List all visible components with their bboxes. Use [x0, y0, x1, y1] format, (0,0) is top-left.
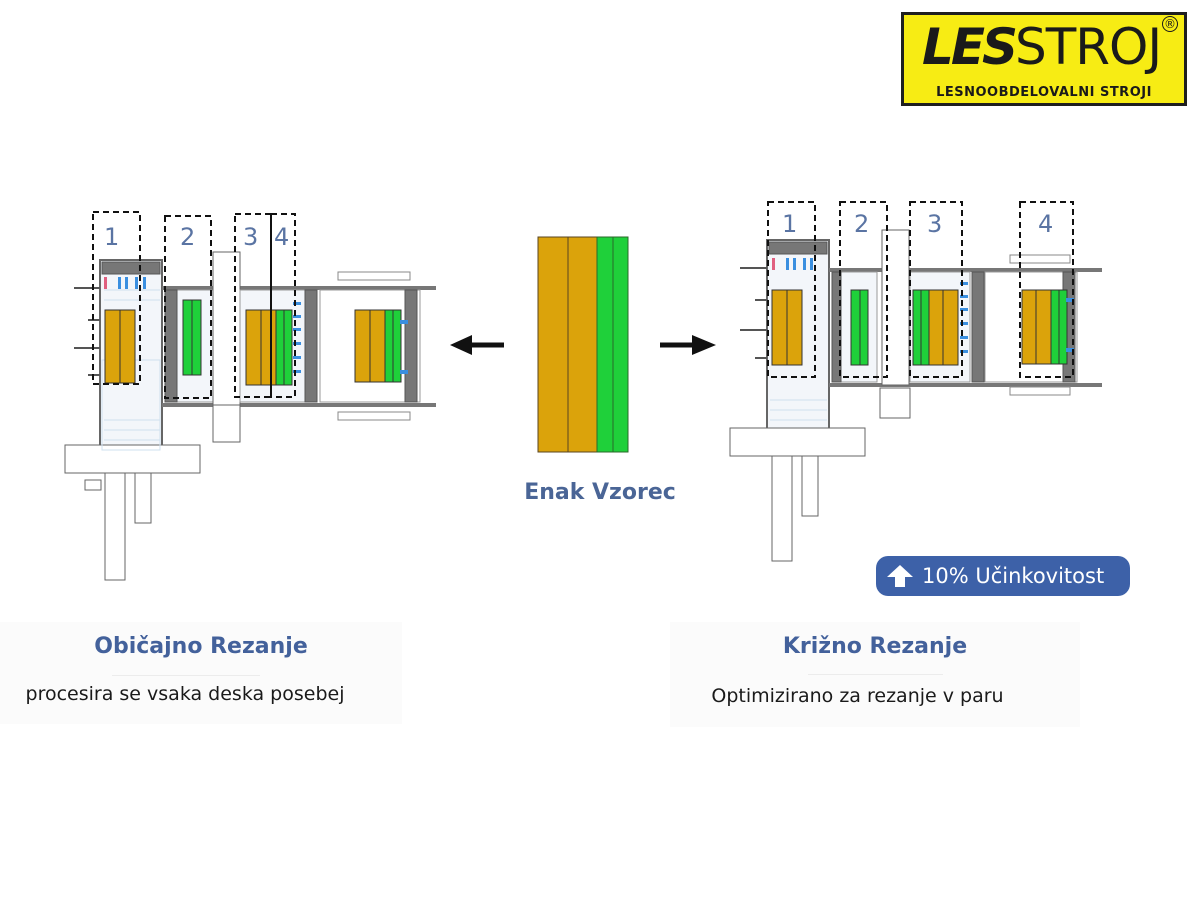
- left-board-green: [384, 309, 394, 383]
- right-board-orange: [1035, 289, 1052, 365]
- left-machine-diagram: 1 2 3 4: [64, 211, 436, 581]
- right-zone-label: 3: [927, 210, 942, 238]
- right-machine-diagram: 1 2 3 4: [729, 201, 1102, 562]
- left-zone-label: 2: [180, 223, 195, 251]
- left-board-green: [275, 309, 285, 386]
- pattern-board-orange: [567, 236, 598, 453]
- left-zone-label: 1: [104, 223, 119, 251]
- right-zone-3-box: [909, 201, 963, 378]
- pattern-board-green: [596, 236, 614, 453]
- right-board-orange: [786, 289, 803, 366]
- left-station2-beam: [164, 289, 178, 403]
- right-zone-label: 1: [782, 210, 797, 238]
- logo-brand-les: LES: [922, 18, 1018, 76]
- left-board-orange: [104, 309, 121, 384]
- left-board-green: [392, 309, 402, 383]
- right-zone-2-box: [839, 201, 888, 378]
- efficiency-badge: 10% Učinkovitost: [876, 556, 1130, 596]
- left-board-orange: [260, 309, 277, 386]
- logo-brand-stroj: STROJ: [1015, 18, 1162, 76]
- right-board-green: [850, 289, 861, 366]
- right-board-orange: [1021, 289, 1037, 365]
- arrow-up-icon: [887, 565, 913, 587]
- logo-wordmark: LESSTROJ: [922, 17, 1162, 77]
- registered-mark: ®: [1162, 16, 1178, 32]
- left-board-orange: [119, 309, 136, 384]
- logo-panel: LESSTROJ ® LESNOOBDELOVALNI STROJI: [904, 15, 1184, 103]
- arrow-left-icon: [450, 335, 504, 355]
- arrow-right-icon: [660, 335, 716, 355]
- left-station3-beam: [304, 289, 318, 403]
- left-zone-1-box: [92, 211, 141, 385]
- right-zone-label: 4: [1038, 210, 1053, 238]
- pattern-board-green: [612, 236, 629, 453]
- right-zone-4-box: [1019, 201, 1074, 378]
- logo-tagline: LESNOOBDELOVALNI STROJI: [936, 85, 1152, 100]
- left-board-orange: [245, 309, 262, 386]
- right-caption-panel: Križno Rezanje Optimizirano za rezanje v…: [670, 622, 1080, 727]
- right-divider: [808, 674, 943, 675]
- same-pattern-label: Enak Vzorec: [524, 480, 676, 505]
- left-infeed-head: [101, 261, 161, 275]
- left-zone-label: 3: [243, 223, 258, 251]
- efficiency-badge-text: 10% Učinkovitost: [922, 564, 1105, 588]
- left-zone-label: 4: [274, 223, 289, 251]
- left-title: Običajno Rezanje: [94, 634, 308, 659]
- right-board-green: [912, 289, 922, 366]
- pattern-board-orange: [537, 236, 569, 453]
- left-zone-4-box: [270, 213, 296, 398]
- right-description: Optimizirano za rezanje v paru: [711, 685, 1004, 707]
- left-board-orange: [354, 309, 371, 383]
- left-board-green: [182, 299, 193, 376]
- right-board-green: [1050, 289, 1060, 365]
- left-board-green: [283, 309, 293, 386]
- right-zone-label: 2: [854, 210, 869, 238]
- left-station4-beam: [404, 289, 418, 403]
- right-board-orange: [942, 289, 959, 366]
- left-description: procesira se vsaka deska posebej: [25, 683, 345, 705]
- lesstroj-logo: LESSTROJ ® LESNOOBDELOVALNI STROJI: [901, 12, 1187, 106]
- right-board-orange: [771, 289, 788, 366]
- left-divider: [112, 675, 260, 676]
- center-pattern: [450, 236, 716, 453]
- left-zone-2-box: [164, 215, 212, 399]
- left-board-green: [191, 299, 202, 376]
- right-board-green: [1058, 289, 1068, 365]
- right-title: Križno Rezanje: [782, 634, 968, 659]
- right-zone-1-box: [767, 201, 816, 378]
- right-board-green: [920, 289, 930, 366]
- left-caption-panel: Običajno Rezanje procesira se vsaka desk…: [0, 622, 402, 724]
- left-board-orange: [369, 309, 386, 383]
- right-board-orange: [928, 289, 944, 366]
- right-board-green: [859, 289, 869, 366]
